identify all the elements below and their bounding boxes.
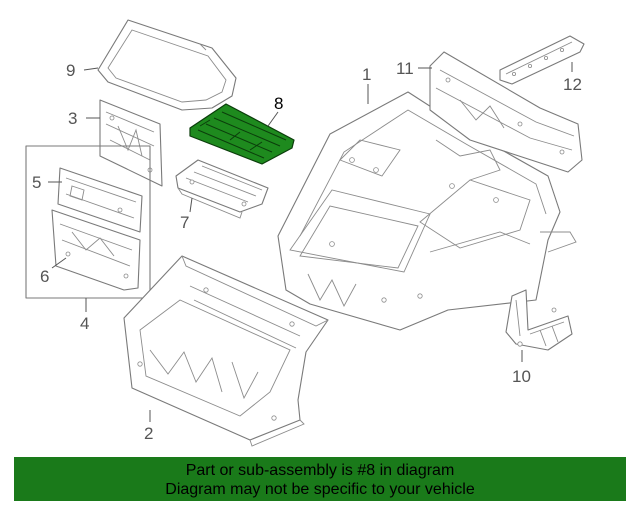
part-5-panel[interactable]: [57, 167, 143, 233]
callout-9: 9: [66, 61, 75, 80]
callout-5: 5: [32, 173, 41, 192]
banner-line-part: Part or sub-assembly is #8 in diagram: [185, 462, 455, 479]
callout-8: 8: [274, 94, 283, 113]
part-1-body-structure[interactable]: [277, 91, 577, 331]
callout-11: 11: [396, 59, 414, 78]
part-3-bracket[interactable]: [99, 99, 163, 187]
callout-4: 4: [80, 314, 89, 333]
banner-line-disclaimer: Diagram may not be specific to your vehi…: [165, 481, 475, 498]
part-2-front-structure[interactable]: [123, 255, 329, 447]
part-6-panel[interactable]: [51, 209, 141, 291]
callout-7: 7: [180, 213, 189, 232]
exploded-parts-diagram: 9 3 4 5: [25, 19, 585, 447]
callout-6: 6: [40, 267, 49, 286]
leader-8: [267, 111, 279, 127]
callout-1: 1: [362, 65, 371, 84]
part-12-reinforcement[interactable]: [499, 35, 585, 85]
callout-2: 2: [144, 424, 153, 443]
part-8-highlighted-panel[interactable]: [189, 103, 295, 165]
part-10-side-bracket[interactable]: [505, 289, 573, 351]
leader-6: [51, 257, 67, 269]
callout-3: 3: [68, 109, 77, 128]
part-9-window-panel[interactable]: [97, 19, 237, 111]
leader-7: [189, 197, 193, 213]
part-7-tray[interactable]: [175, 159, 269, 219]
part-11-upper-cowl[interactable]: [429, 51, 583, 173]
leader-9: [83, 67, 99, 71]
callout-12: 12: [563, 75, 582, 94]
info-banner: Part or sub-assembly is #8 in diagram Di…: [14, 457, 626, 501]
callout-10: 10: [512, 367, 531, 386]
